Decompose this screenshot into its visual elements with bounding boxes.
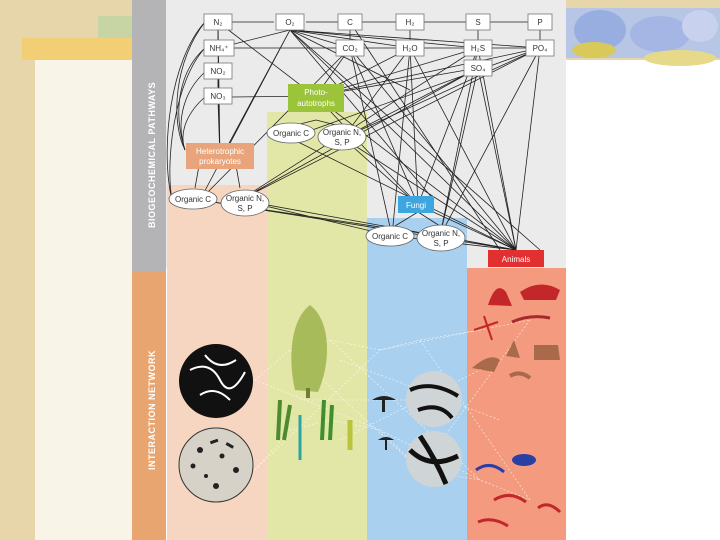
svg-text:P: P — [537, 18, 542, 27]
co2-node: CO₂ — [335, 39, 365, 57]
svg-text:NO₂: NO₂ — [210, 67, 225, 76]
svg-text:S: S — [475, 18, 480, 27]
organic-c-fungi: Organic C — [365, 225, 415, 247]
h2-node: H₂ — [395, 13, 425, 31]
svg-text:H₂O: H₂O — [402, 44, 417, 53]
svg-text:S, P: S, P — [334, 138, 349, 147]
svg-text:Organic C: Organic C — [175, 195, 211, 204]
fungal-hyphae-micrograph-2 — [406, 431, 462, 487]
svg-text:SO₄: SO₄ — [471, 64, 486, 73]
so4-node: SO₄ — [463, 59, 493, 77]
svg-text:Fungi: Fungi — [406, 201, 426, 210]
organic-c-prokaryote: Organic C — [168, 188, 218, 210]
mushroom-icons — [372, 396, 396, 450]
s-node: S — [465, 13, 491, 31]
animal-silhouettes — [472, 284, 562, 528]
svg-text:S, P: S, P — [433, 239, 448, 248]
interaction-network-label: INTERACTION NETWORK — [147, 350, 157, 470]
fungal-hyphae-micrograph — [406, 371, 462, 427]
tree-silhouette — [291, 305, 328, 398]
no2-node: NO₂ — [203, 62, 233, 80]
o2-node: O₂ — [275, 13, 305, 31]
prokaryote-micrograph-light — [178, 427, 254, 503]
svg-text:NH₄⁺: NH₄⁺ — [209, 44, 228, 53]
n2-node: N₂ — [203, 13, 233, 31]
element-nodes: N₂ O₂ C H₂ S P NH₄⁺ CO₂ — [203, 13, 555, 105]
svg-text:H₂: H₂ — [406, 18, 415, 27]
h2o-node: H₂O — [395, 39, 425, 57]
svg-text:Heterotrophic: Heterotrophic — [196, 147, 244, 156]
svg-text:PO₄: PO₄ — [533, 44, 548, 53]
fungi-box: Fungi — [398, 196, 434, 213]
svg-text:prokaryotes: prokaryotes — [199, 157, 241, 166]
organic-nsp-fungi: Organic N, S, P — [416, 224, 466, 252]
svg-text:S, P: S, P — [237, 204, 252, 213]
sidebar-biogeochemical — [132, 0, 166, 272]
svg-text:CO₂: CO₂ — [342, 44, 357, 53]
svg-text:C: C — [347, 18, 353, 27]
photoautotrophs-box: Photo- autotrophs — [288, 84, 344, 112]
svg-text:Organic N,: Organic N, — [422, 229, 460, 238]
prokaryote-micrograph-dark — [179, 344, 253, 418]
svg-text:Organic N,: Organic N, — [323, 128, 361, 137]
no3-node: NO₃ — [203, 87, 233, 105]
sidebar-interaction — [132, 272, 166, 540]
organic-nsp-plant: Organic N, S, P — [317, 123, 367, 151]
biogeochemical-pathways-label: BIOGEOCHEMICAL PATHWAYS — [147, 82, 157, 228]
svg-text:NO₃: NO₃ — [210, 92, 225, 101]
heterotrophic-prokaryotes-box: Heterotrophic prokaryotes — [186, 143, 254, 169]
svg-text:N₂: N₂ — [214, 18, 223, 27]
animals-box: Animals — [488, 250, 544, 267]
nh4-node: NH₄⁺ — [203, 39, 235, 57]
svg-text:Organic C: Organic C — [273, 129, 309, 138]
small-plants — [276, 399, 353, 460]
organic-nodes: Organic C Organic N, S, P Organic C Orga… — [168, 122, 466, 252]
c-node: C — [337, 13, 363, 31]
organic-nsp-prokaryote: Organic N, S, P — [220, 189, 270, 217]
organic-c-plant: Organic C — [266, 122, 316, 144]
svg-text:Organic N,: Organic N, — [226, 194, 264, 203]
p-node: P — [527, 13, 553, 31]
svg-text:Animals: Animals — [502, 255, 530, 264]
svg-text:Organic C: Organic C — [372, 232, 408, 241]
h2s-node: H₂S — [463, 39, 493, 57]
svg-text:Photo-: Photo- — [304, 88, 328, 97]
svg-text:O₂: O₂ — [285, 18, 294, 27]
po4-node: PO₄ — [525, 39, 555, 57]
pathway-connections — [166, 21, 541, 251]
svg-text:autotrophs: autotrophs — [297, 99, 335, 108]
animal-column — [467, 268, 566, 540]
svg-text:H₂S: H₂S — [471, 44, 485, 53]
